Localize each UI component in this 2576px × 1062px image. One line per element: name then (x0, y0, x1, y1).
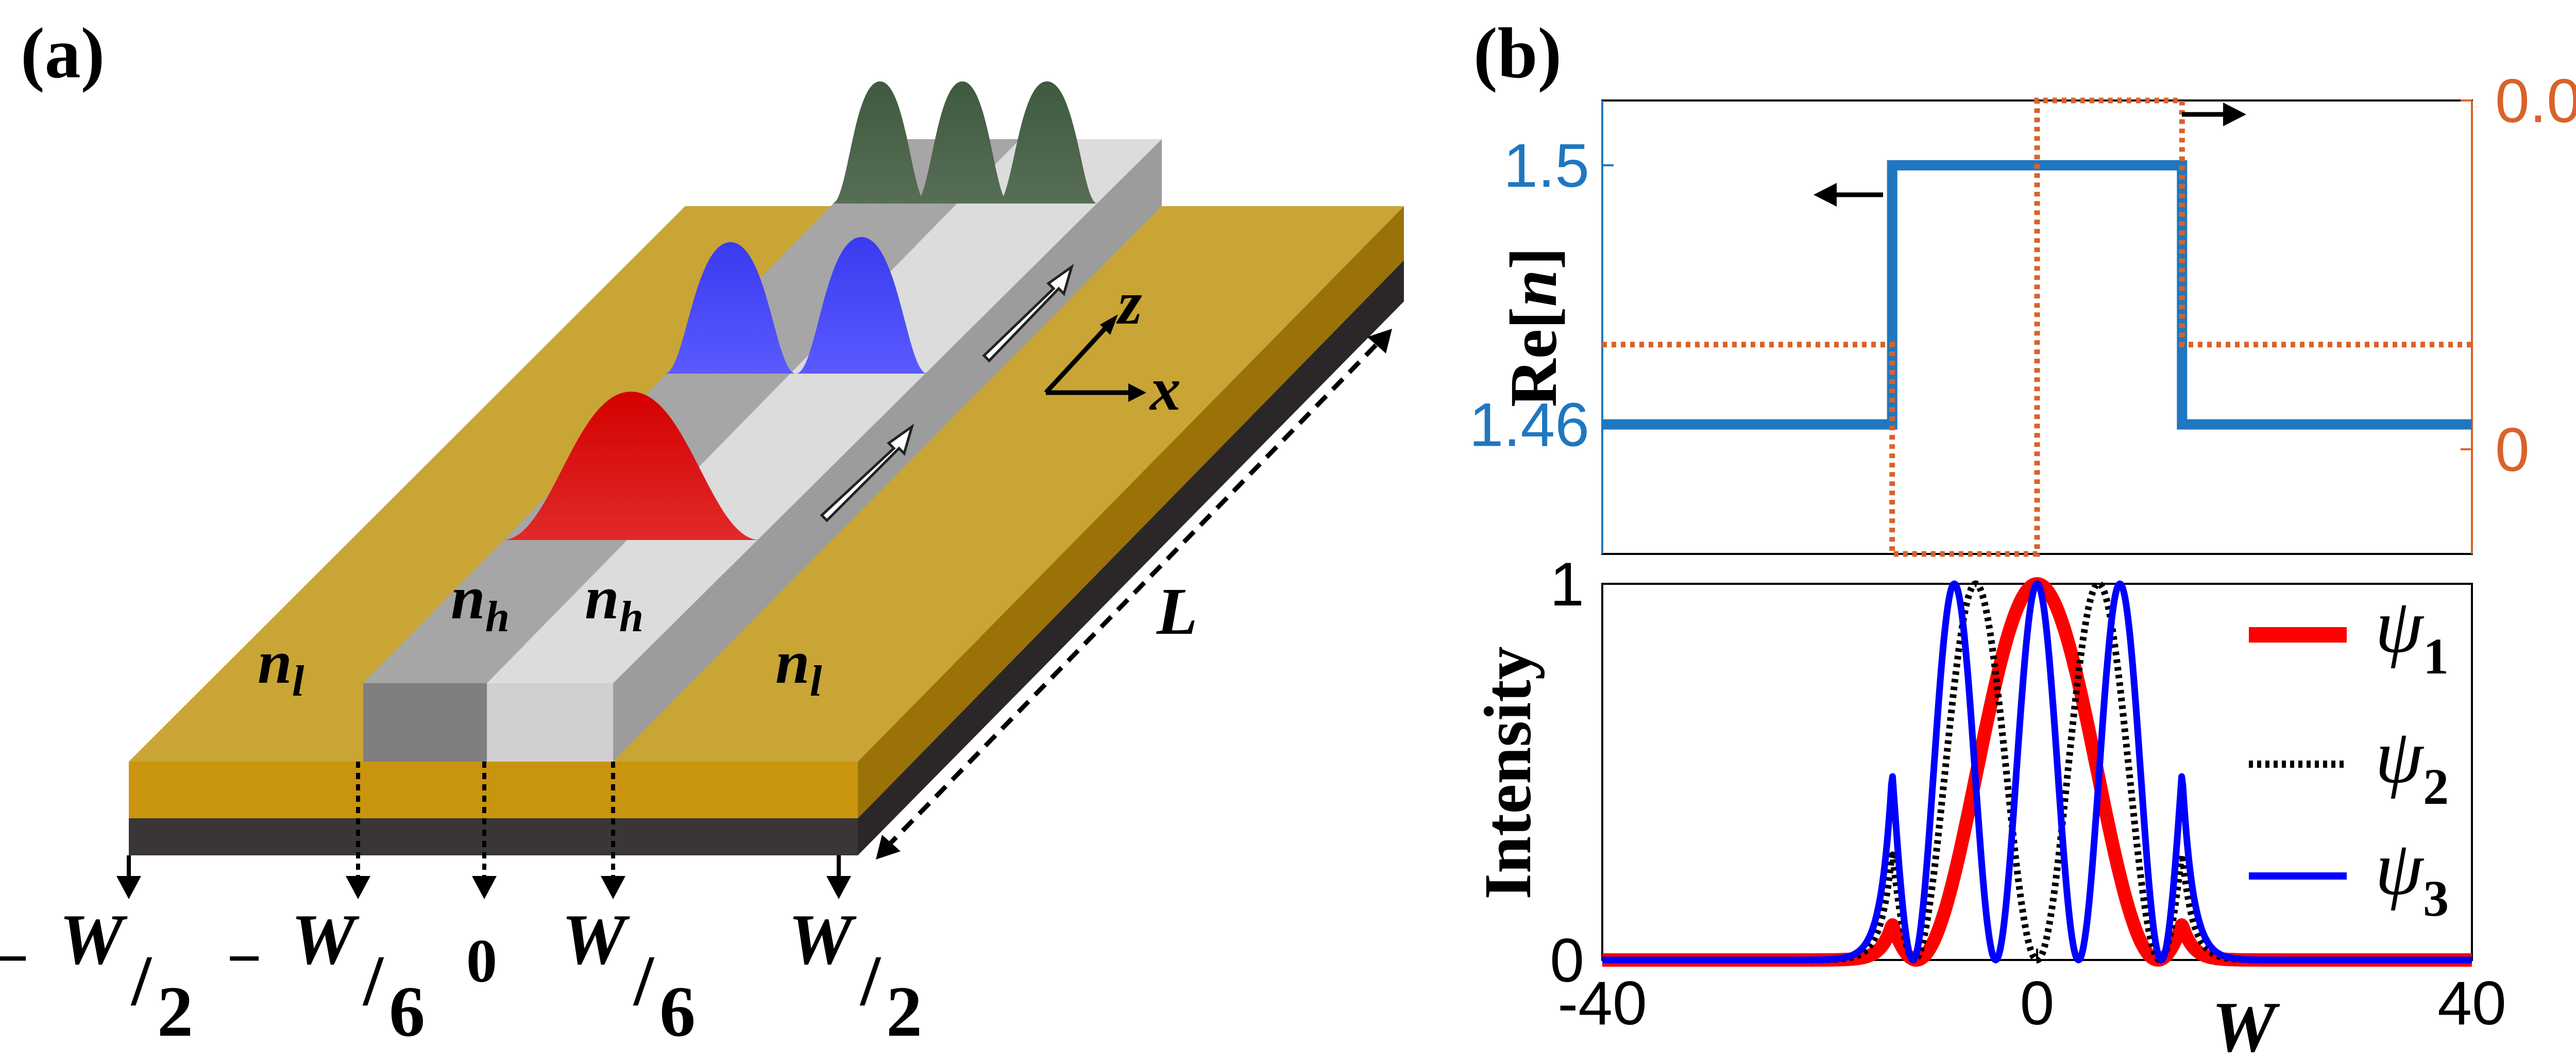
position-slash: / (362, 941, 384, 1021)
slab-side-face (858, 206, 1404, 818)
position-label-neg-w-half: − W / 2 (0, 900, 193, 1052)
green-pulse-3 (997, 81, 1097, 204)
left-axis-ticks: 1.46 1.5 (1469, 131, 1614, 460)
green-pulse-1 (832, 81, 927, 204)
substrate-front-dark (129, 818, 858, 855)
x-tick-label: 40 (2437, 969, 2506, 1038)
right-tick-label: 0 (2495, 415, 2530, 484)
index-series (1602, 97, 2472, 557)
panel-a: (a) (0, 13, 1404, 1052)
left-tick-label: 1.46 (1469, 391, 1589, 460)
marker-arrow-3 (472, 876, 497, 899)
position-label-zero: 0 (466, 926, 497, 995)
red-pulse (502, 392, 760, 540)
position-sign: − (227, 924, 262, 992)
panel-a-label: (a) (21, 13, 105, 93)
legend-label-psi2: ψ2 (2375, 714, 2449, 815)
panel-b: (b) 1.461.5 00.02 Re[n] Im[n] (1469, 13, 2576, 1062)
index-labels: nl nh nh nl (258, 563, 822, 705)
left-indicator-head (1814, 183, 1837, 207)
position-arrow-heads (116, 876, 851, 899)
position-zero: 0 (466, 926, 497, 995)
n-l-right-label: nl (775, 628, 822, 705)
x-axis-title: W (2212, 987, 2280, 1062)
right-indicator-head (2223, 103, 2246, 126)
position-denominator: 2 (157, 972, 193, 1052)
slab-front-face (129, 762, 858, 818)
propagation-arrow-1 (820, 423, 914, 522)
propagation-arrow-2 (982, 263, 1074, 363)
position-numerator: W (788, 900, 857, 980)
position-label-w-half: W / 2 (788, 900, 922, 1052)
waveguide-slab (129, 139, 1404, 855)
y-tick-label: 1 (1550, 550, 1584, 619)
series-mode-3 (1600, 580, 2475, 964)
position-denominator: 6 (659, 972, 696, 1052)
position-numerator: W (562, 900, 630, 980)
position-label-neg-w-sixth: − W / 6 (227, 900, 425, 1052)
pulses (502, 81, 1097, 540)
axis-z-label: z (1116, 268, 1142, 337)
index-profile-chart: 1.461.5 00.02 Re[n] Im[n] (1469, 66, 2576, 557)
core-right-top (487, 139, 1162, 683)
position-slash: / (859, 941, 882, 1021)
left-axis-title: Re[n] (1497, 247, 1571, 408)
x-tick-label: 0 (2020, 969, 2055, 1038)
left-axis-indicator (1814, 183, 1883, 207)
intensity-series (1597, 577, 2478, 967)
legend-label-psi3: ψ3 (2375, 825, 2449, 927)
position-slash: / (633, 941, 655, 1021)
green-pulse-2 (914, 81, 1010, 204)
left-tick-label: 1.5 (1503, 131, 1589, 200)
marker-arrow-4 (601, 876, 625, 899)
length-dimension (876, 329, 1392, 859)
blue-pulse-left (665, 242, 796, 374)
panel-b-label: (b) (1473, 13, 1562, 93)
y-tick-label: 0 (1550, 926, 1584, 995)
marker-arrow-1 (116, 876, 141, 899)
position-sign: − (0, 924, 29, 992)
substrate-side-dark (858, 260, 1404, 855)
right-axis-indicator (2182, 103, 2246, 126)
y-axis-ticks: 01 (1550, 550, 1614, 995)
core-side-wall (613, 139, 1162, 762)
right-tick-label: 0.02 (2495, 66, 2576, 136)
length-arrow-head-top (1367, 329, 1392, 353)
n-h-right-label: nh (585, 563, 643, 641)
position-denominator: 2 (886, 972, 922, 1052)
right-axis-ticks: 00.02 (2461, 66, 2576, 484)
position-numerator: W (59, 900, 128, 980)
position-denominator: 6 (389, 972, 425, 1052)
n-h-left-label: nh (451, 563, 510, 641)
n-l-left-label: nl (258, 628, 304, 705)
position-label-w-sixth: W / 6 (562, 900, 696, 1052)
position-slash: / (130, 941, 152, 1021)
position-labels: − W / 2 − W / 6 0 W / 6 W / 2 (0, 900, 922, 1052)
length-label: L (1156, 575, 1197, 649)
marker-arrow-2 (346, 876, 370, 899)
axis-z-head (1100, 314, 1118, 335)
coordinate-axes (1044, 314, 1146, 402)
propagation-arrows (820, 263, 1074, 522)
length-arrow-head-bottom (876, 835, 901, 859)
blue-pulse-right (796, 237, 927, 374)
axis-x-label: x (1149, 355, 1181, 423)
x-tick-label: -40 (1557, 969, 1647, 1038)
core-right-front (487, 683, 613, 762)
legend-label-psi1: ψ1 (2375, 583, 2449, 685)
intensity-legend: ψ1 ψ2 ψ3 (2249, 583, 2449, 927)
series-imag-index (1602, 97, 2472, 557)
axis-z-line (1044, 324, 1110, 395)
y-axis-title: Intensity (1471, 646, 1545, 899)
axis-x-head (1128, 383, 1146, 402)
marker-arrow-5 (826, 876, 851, 899)
core-left-front (363, 683, 487, 762)
position-numerator: W (291, 900, 360, 980)
